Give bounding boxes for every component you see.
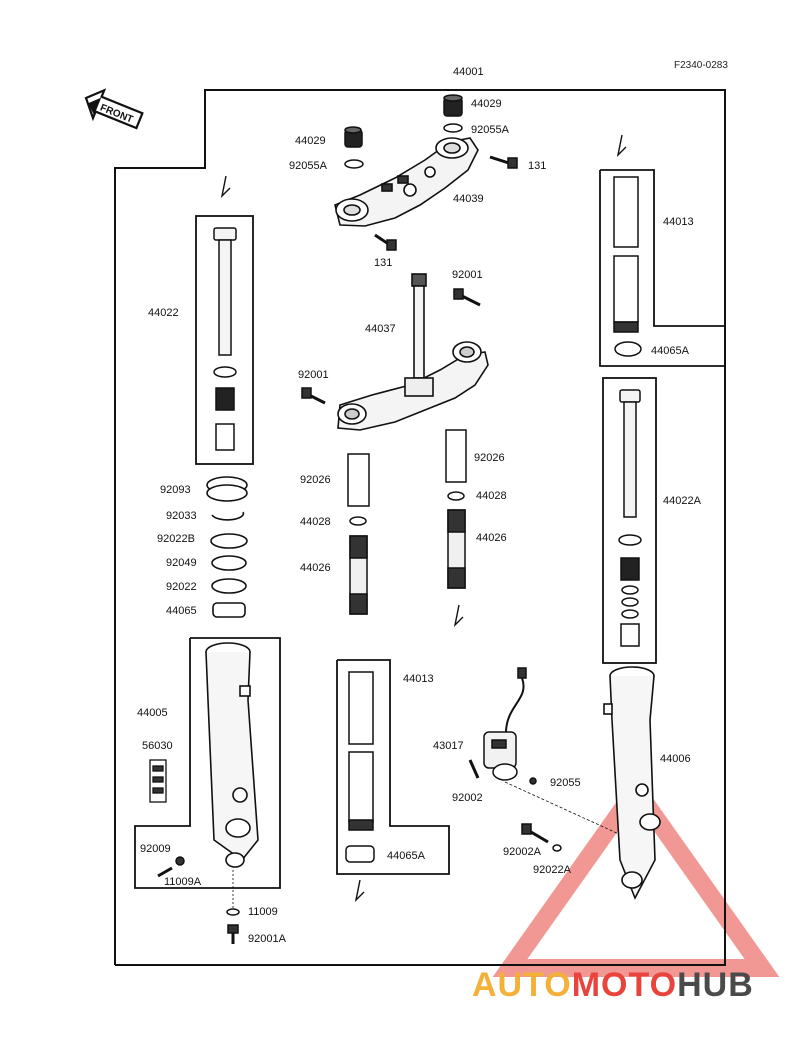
part-label-131-right: 131 <box>528 160 547 172</box>
part-label-92055A-left: 92055A <box>289 160 327 172</box>
assembly-outline-44001 <box>114 89 726 966</box>
part-label-44029-top: 44029 <box>471 98 502 110</box>
watermark-logo: AUTOMOTOHUB <box>472 966 754 1005</box>
fork-pipe-44013-mid <box>345 671 375 863</box>
part-label-92026-right: 92026 <box>474 452 505 464</box>
part-label-131-lower: 131 <box>374 257 393 269</box>
label-sticker-56030 <box>149 759 167 803</box>
part-label-92055: 92055 <box>550 777 581 789</box>
part-label-92022A: 92022A <box>533 864 571 876</box>
part-label-44005: 44005 <box>137 707 168 719</box>
watermark-part-hub: HUB <box>677 966 754 1004</box>
watermark-triangle <box>492 774 780 977</box>
part-label-44065: 44065 <box>166 605 197 617</box>
bolt-131-right <box>489 155 518 169</box>
part-label-92055A-top: 92055A <box>471 124 509 136</box>
part-label-92002A: 92002A <box>503 846 541 858</box>
group-box-44022A <box>602 377 657 664</box>
part-label-92022: 92022 <box>166 581 197 593</box>
bolt-131-lower <box>374 233 397 251</box>
washer-92055A-top <box>443 123 463 133</box>
fork-pipe-44013-right <box>613 176 642 357</box>
bolt-92001-top <box>453 288 481 307</box>
fork-damper-44022 <box>213 227 237 451</box>
front-arrow-icon: FRONT <box>84 88 144 130</box>
part-label-11009A: 11009A <box>164 876 202 888</box>
part-label-44065A-mid: 44065A <box>387 850 425 862</box>
group-box-44005 <box>134 637 281 889</box>
part-label-92001-top: 92001 <box>452 269 483 281</box>
part-label-92026-left: 92026 <box>300 474 331 486</box>
steering-stem-44037 <box>337 273 489 431</box>
group-box-44013-right <box>599 169 726 367</box>
diagram-code: F2340-0283 <box>674 60 728 71</box>
part-label-92002: 92002 <box>452 792 483 804</box>
part-label-92001-left: 92001 <box>298 369 329 381</box>
bolt-92001A <box>226 870 240 944</box>
fork-outer-tube-44005 <box>205 642 259 868</box>
group-box-44013-mid <box>336 659 450 875</box>
group-box-44022 <box>195 215 254 465</box>
part-label-44026-left: 44026 <box>300 562 331 574</box>
part-label-43017: 43017 <box>433 740 464 752</box>
part-label-92009: 92009 <box>140 843 171 855</box>
part-label-11009: 11009 <box>248 906 278 918</box>
seal-stack-left <box>206 476 248 618</box>
fork-damper-44022A <box>618 389 642 647</box>
part-label-44013-right: 44013 <box>663 216 694 228</box>
part-label-44028-left: 44028 <box>300 516 331 528</box>
part-label-44029-left: 44029 <box>295 135 326 147</box>
drain-screw-92009 <box>157 856 185 878</box>
part-label-92049: 92049 <box>166 557 197 569</box>
spacer-pipes-middle <box>347 429 467 615</box>
watermark-part-moto: MOTO <box>571 966 678 1004</box>
upper-bracket-44039 <box>334 137 479 227</box>
washer-92055A-left <box>344 159 364 169</box>
part-label-44039: 44039 <box>453 193 484 205</box>
part-label-44022: 44022 <box>148 307 179 319</box>
part-label-92093: 92093 <box>160 484 191 496</box>
bolt-92001-left <box>301 387 326 405</box>
break-marks <box>220 134 627 903</box>
part-label-92001A: 92001A <box>248 933 286 945</box>
leader-anti-dive <box>504 781 633 841</box>
part-label-44022A: 44022A <box>663 495 701 507</box>
part-label-44026-right: 44026 <box>476 532 507 544</box>
part-label-92022B: 92022B <box>157 533 195 545</box>
part-label-44065A-right: 44065A <box>651 345 689 357</box>
part-label-44013-mid: 44013 <box>403 673 434 685</box>
anti-dive-valve-43017 <box>468 667 537 785</box>
watermark-part-auto: AUTO <box>472 966 572 1004</box>
cap-44029-left <box>344 126 363 148</box>
fork-outer-tube-44006 <box>603 666 661 900</box>
part-label-56030: 56030 <box>142 740 173 752</box>
cap-44029-top <box>443 94 463 117</box>
part-label-44028-right: 44028 <box>476 490 507 502</box>
part-label-44006: 44006 <box>660 753 691 765</box>
bolt-92002A <box>521 823 562 852</box>
part-label-92033: 92033 <box>166 510 197 522</box>
part-label-44001: 44001 <box>453 66 484 78</box>
part-label-44037: 44037 <box>365 323 396 335</box>
